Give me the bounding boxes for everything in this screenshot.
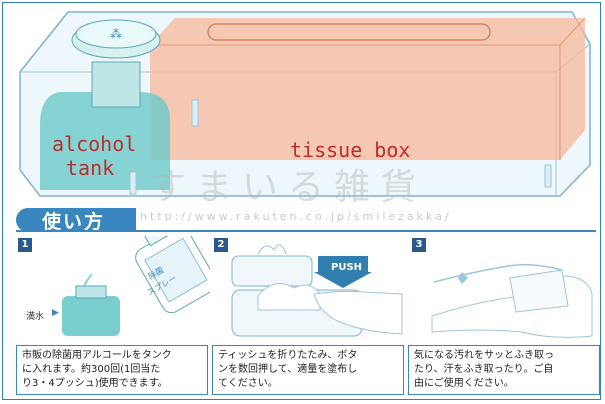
section-title-underline [16, 230, 596, 232]
watermark-kana: すまいる雑貨 [150, 167, 427, 208]
push-label: PUSH [331, 262, 363, 273]
step-3-number: 3 [412, 238, 426, 252]
arrow-icon: ▶ [52, 308, 59, 318]
svg-text:⁂: ⁂ [110, 27, 122, 41]
alcohol-label: alcohol [52, 132, 137, 156]
step-1-caption: 市販の除菌用アルコールをタンク に入れます。約300回(1回当た り3・4プッシ… [16, 345, 208, 395]
small-box-icon [231, 255, 313, 287]
step-1-caption-line-3: り3・4プッシュ)使用できます。 [22, 378, 168, 389]
step-1-illustration [62, 236, 210, 336]
step-2-number: 2 [214, 238, 228, 252]
push-arrow-icon [318, 256, 368, 272]
step-1-caption-line-1: 市販の除菌用アルコールをタンク [22, 350, 172, 361]
bottle-icon [135, 236, 210, 314]
tank-label: tank [66, 156, 115, 180]
hand-icon [313, 290, 403, 335]
step-2-caption-line-2: ンを数回押して、適量を塗布し [218, 364, 358, 375]
step-1-caption-line-2: に入れます。約300回(1回当た [22, 364, 161, 375]
step-3-illustration [431, 263, 593, 338]
wiping-tissue-icon [509, 269, 569, 313]
section-title-badge [16, 208, 136, 232]
page-frame [2, 2, 601, 400]
step-2-caption-line-1: ティッシュを折りたたみ、ボタ [218, 350, 358, 361]
step-2-caption: ティッシュを折りたたみ、ボタ ンを数回押して、適量を塗布し てください。 [212, 345, 404, 395]
section-title: 使い方 [42, 211, 106, 233]
tank-icon [62, 296, 120, 336]
step-3-caption: 気になる汚れをサッとふき取っ たり、汗をふき取ったり。ご自 由にご使用ください。 [408, 345, 600, 395]
step-1-number: 1 [18, 238, 32, 252]
step-3-caption-line-2: たり、汗をふき取ったり。ご自 [414, 364, 554, 375]
step-2-illustration [231, 244, 403, 337]
product-illustration: ⁂ [19, 11, 591, 197]
step-3-caption-line-1: 気になる汚れをサッとふき取っ [414, 350, 554, 361]
tissue-box [150, 17, 586, 160]
step-3-caption-line-3: 由にご使用ください。 [414, 378, 514, 389]
watermark-url: http://www.rakuten.co.jp/smilezakka/ [140, 210, 452, 223]
step-1-tag: 満水 [26, 312, 45, 322]
step-2-caption-line-3: てください。 [218, 378, 278, 389]
tissue-box-label: tissue box [290, 138, 411, 162]
alcohol-tank: ⁂ [40, 19, 170, 190]
